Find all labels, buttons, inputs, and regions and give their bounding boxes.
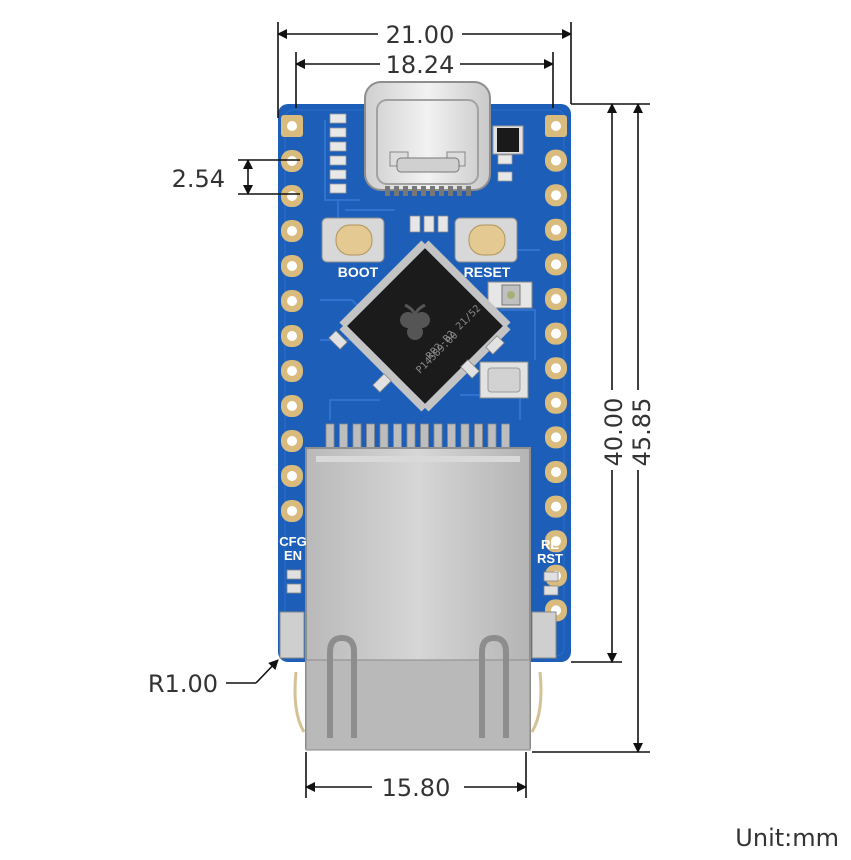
left-pin-hole [287,366,297,376]
rst-label: RST [537,551,563,566]
rj45-pin [366,423,375,451]
rj45-ethernet-jack [279,423,557,751]
left-header-pads [281,115,303,522]
boot-label: BOOT [338,264,379,280]
smd-pad-column-right [497,154,513,182]
right-pin-hole [551,155,561,166]
rgb-led [487,281,533,309]
corner-radius-label: R1.00 [148,670,218,698]
rj45-pin [420,423,429,451]
right-pin-hole [551,467,561,477]
right-pin-hole [551,536,561,547]
left-pin-hole [287,156,297,166]
rj45-pin [339,423,348,451]
board-length-label: 40.00 [600,398,628,467]
crystal-oscillator [479,361,529,399]
raspberry-logo-icon [400,303,430,340]
jack-width-label: 15.80 [382,774,451,802]
rj45-pin [352,423,362,451]
left-pin-hole [287,436,297,446]
left-pin-hole [287,226,297,236]
pin-span-label: 18.24 [386,51,455,79]
rj45-pin [501,423,510,451]
reset-label: RESET [464,264,511,280]
right-header-pads [545,115,567,622]
left-pin-hole [287,471,297,481]
right-pin-hole [551,294,561,304]
left-pin-hole [287,331,297,341]
rj45-pin [393,423,402,451]
usb-c-connector [364,81,491,196]
rj45-pin [447,423,456,451]
left-pin-hole [287,401,297,411]
jumper-pads [286,569,559,596]
left-pin-hole [287,296,297,306]
diode-component [492,125,524,155]
rj45-pin [460,423,470,451]
right-pin-hole [551,363,561,374]
pin-pitch-label: 2.54 [172,165,225,193]
left-pin-hole [287,121,297,131]
right-pin-hole [551,224,561,235]
rj45-pin [406,423,416,451]
right-pin-hole [551,432,561,443]
smd-capacitors [328,330,505,393]
reset-button[interactable] [454,217,518,263]
right-pin-hole [551,397,561,408]
left-pin-hole [287,261,297,271]
right-pin-hole [551,259,561,270]
left-pin-hole [287,506,297,516]
rj45-pin [474,423,483,451]
re-label: RE [541,537,559,552]
left-pin-hole [287,191,297,201]
right-pin-hole [551,328,561,339]
en-label: EN [284,548,302,563]
boot-button[interactable] [321,217,385,263]
dimension-label-backgrounds [372,20,652,802]
rj45-pin [487,423,497,451]
rj45-pin [325,423,335,451]
right-pin-hole [551,121,561,131]
board-width-label: 21.00 [386,21,455,49]
right-pin-hole [551,501,561,512]
smd-resistor-group [409,215,449,233]
cfg-label: CFG [279,534,306,549]
right-pin-hole [551,190,561,201]
rj45-pin [433,423,443,451]
rj45-pin [379,423,389,451]
total-length-label: 45.85 [628,398,656,467]
unit-label: Unit:mm [735,824,839,852]
smd-pad-column-left [329,113,347,194]
